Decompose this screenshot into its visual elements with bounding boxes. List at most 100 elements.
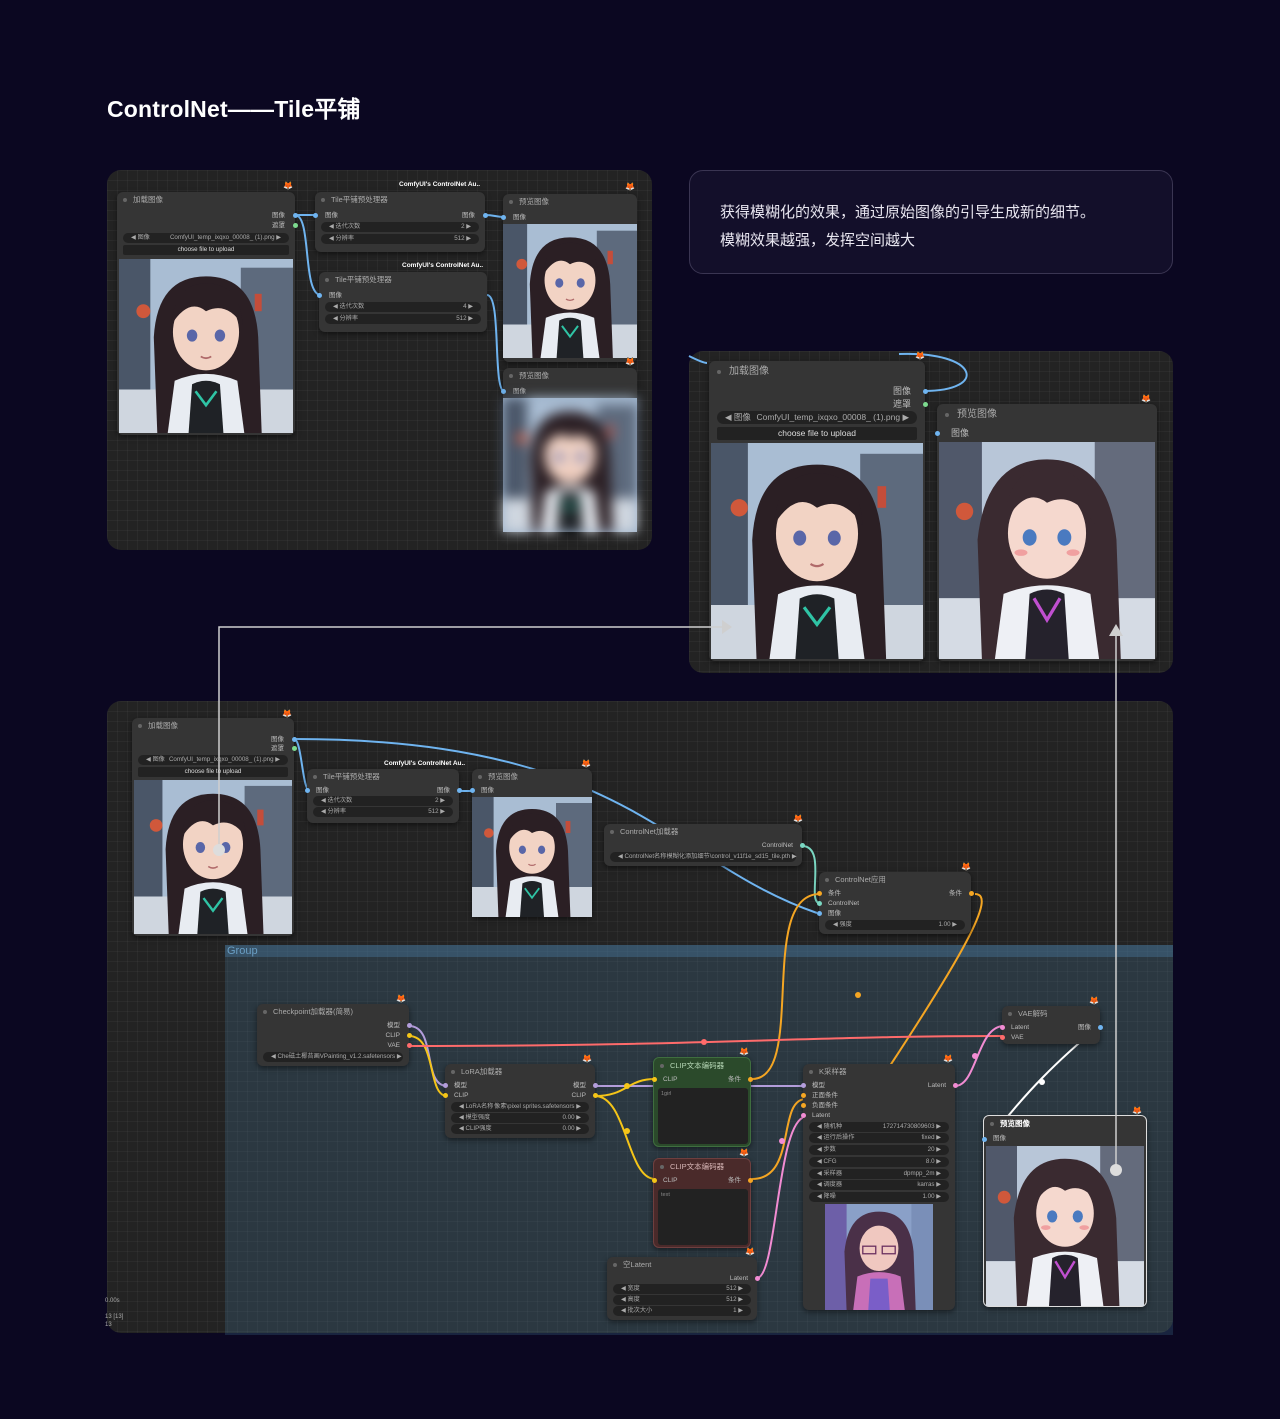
blurred-preview-image bbox=[503, 398, 637, 532]
prompt-textarea[interactable]: text bbox=[658, 1189, 748, 1245]
input-image-port[interactable] bbox=[817, 911, 822, 916]
load-image-node[interactable]: 加载图像 图像 遮罩 ◀ 图像 ComfyUI_temp_ixqxo_00008… bbox=[132, 718, 297, 936]
input-conditioning-port[interactable] bbox=[817, 891, 822, 896]
input-latent-port[interactable] bbox=[1000, 1025, 1005, 1030]
top-workflow-canvas[interactable]: 🦊 加载图像 图像 遮罩 ◀ 图像 ComfyUI_temp_ixqxo_000… bbox=[107, 170, 652, 550]
input-clip-port[interactable] bbox=[652, 1077, 657, 1082]
loaded-image bbox=[711, 443, 923, 659]
input-positive-port[interactable] bbox=[801, 1093, 806, 1098]
output-image-port[interactable] bbox=[293, 213, 298, 218]
input-clip-port[interactable] bbox=[443, 1093, 448, 1098]
output-model-port[interactable] bbox=[407, 1023, 412, 1028]
output-latent-port[interactable] bbox=[755, 1276, 760, 1281]
output-mask-port[interactable] bbox=[292, 746, 297, 751]
lora-name-widget[interactable]: ◀ LoRA名称像素\pixel sprites.safetensors ▶ bbox=[451, 1102, 589, 1112]
input-latent-port[interactable] bbox=[801, 1113, 806, 1118]
image-select-widget[interactable]: ◀ 图像 ComfyUI_temp_ixqxo_00008_ (1).png ▶ bbox=[123, 233, 289, 243]
output-preview-image-node[interactable]: 预览图像 图像 bbox=[982, 1115, 1147, 1307]
output-image-port[interactable] bbox=[483, 213, 488, 218]
load-image-node-zoomed[interactable]: 加载图像 图像 遮罩 ◀ 图像 ComfyUI_temp_ixqxo_00008… bbox=[709, 361, 928, 661]
output-conditioning-port[interactable] bbox=[969, 891, 974, 896]
preview-image-node-2[interactable]: 预览图像 图像 bbox=[501, 368, 637, 532]
node-title: Tile平铺预处理器 bbox=[315, 192, 485, 208]
image-select-widget[interactable]: ◀ 图像 ComfyUI_temp_ixqxo_00008_ (1).png ▶ bbox=[138, 755, 288, 765]
clip-text-encoder-negative[interactable]: CLIP文本编码器 CLIP 条件 text bbox=[652, 1158, 753, 1248]
zoom-workflow-canvas[interactable]: 🦊 加载图像 图像 遮罩 ◀ 图像 ComfyUI_temp_ixqxo_000… bbox=[688, 351, 1173, 673]
input-clip-port[interactable] bbox=[652, 1178, 657, 1183]
output-mask-port[interactable] bbox=[923, 402, 928, 407]
upload-button[interactable]: choose file to upload bbox=[123, 245, 289, 255]
upload-button[interactable]: choose file to upload bbox=[138, 767, 288, 777]
input-image-port[interactable] bbox=[501, 215, 506, 220]
preview-image-node[interactable]: 预览图像 图像 bbox=[470, 769, 592, 917]
queue-stats: 13 [13] bbox=[105, 1314, 124, 1320]
input-image-port[interactable] bbox=[935, 431, 940, 436]
output-image-label: 图像 bbox=[462, 212, 475, 219]
output-image-port[interactable] bbox=[1098, 1025, 1103, 1030]
output-conditioning-port[interactable] bbox=[748, 1077, 753, 1082]
clip-text-encoder-positive[interactable]: CLIP文本编码器 CLIP 条件 1girl bbox=[652, 1057, 753, 1147]
output-image-port[interactable] bbox=[923, 389, 928, 394]
output-image-port[interactable] bbox=[292, 737, 297, 742]
prompt-textarea[interactable]: 1girl bbox=[658, 1088, 748, 1144]
input-model-port[interactable] bbox=[801, 1083, 806, 1088]
load-image-node[interactable]: 加载图像 图像 遮罩 ◀ 图像 ComfyUI_temp_ixqxo_00008… bbox=[117, 192, 298, 435]
output-vae-port[interactable] bbox=[407, 1043, 412, 1048]
output-model-port[interactable] bbox=[593, 1083, 598, 1088]
input-image-port[interactable] bbox=[501, 389, 506, 394]
output-clip-port[interactable] bbox=[407, 1033, 412, 1038]
output-controlnet-port[interactable] bbox=[800, 843, 805, 848]
controlnet-loader-node[interactable]: ControlNet加载器 ControlNet ◀ ControlNet名称模… bbox=[604, 824, 805, 866]
input-image-port[interactable] bbox=[317, 293, 322, 298]
input-negative-port[interactable] bbox=[801, 1103, 806, 1108]
output-clip-port[interactable] bbox=[593, 1093, 598, 1098]
input-image-port[interactable] bbox=[305, 788, 310, 793]
lora-loader-node[interactable]: LoRA加载器 模型 CLIP 模型 CLIP ◀ LoRA名称像素\pixel… bbox=[443, 1064, 598, 1138]
preview-image-node-1[interactable]: 预览图像 图像 bbox=[501, 194, 637, 362]
bottom-workflow-canvas[interactable]: Group 🦊 加载图像 图像 遮罩 ◀ 图像 ComfyUI_temp_ixq… bbox=[105, 701, 1173, 1335]
input-image-port[interactable] bbox=[982, 1137, 987, 1142]
input-controlnet-port[interactable] bbox=[817, 901, 822, 906]
output-image-port[interactable] bbox=[457, 788, 462, 793]
preview-image-node-zoomed[interactable]: 预览图像 图像 bbox=[935, 404, 1157, 661]
output-mask-port[interactable] bbox=[293, 223, 298, 228]
input-image-port[interactable] bbox=[470, 788, 475, 793]
output-latent-port[interactable] bbox=[953, 1083, 958, 1088]
input-image-port[interactable] bbox=[313, 213, 318, 218]
image-select-widget[interactable]: ◀ 图像 ComfyUI_temp_ixqxo_00008_ (1).png ▶ bbox=[717, 411, 917, 424]
output-conditioning-port[interactable] bbox=[748, 1178, 753, 1183]
widget-label: ◀ ControlNet名称 bbox=[618, 853, 667, 860]
upload-button[interactable]: choose file to upload bbox=[717, 427, 917, 440]
input-vae-port[interactable] bbox=[1000, 1035, 1005, 1040]
input-model-port[interactable] bbox=[443, 1083, 448, 1088]
vae-decode-node[interactable]: VAE解码 Latent VAE 图像 bbox=[1000, 1006, 1103, 1044]
controlnet-name-widget[interactable]: ◀ ControlNet名称模糊化添加细节\control_v11f1e_sd1… bbox=[610, 852, 797, 862]
